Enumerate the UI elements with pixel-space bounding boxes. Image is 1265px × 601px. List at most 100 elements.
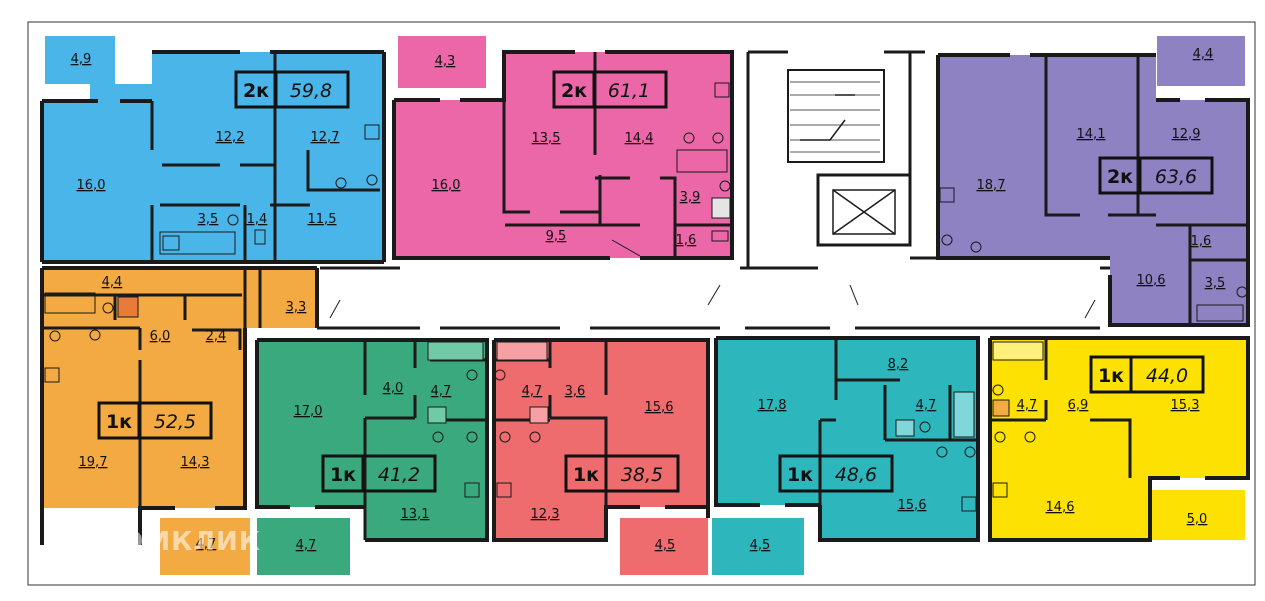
- apt-badge: 1к 52,5: [97, 401, 213, 440]
- apt-rooms: 1к: [106, 411, 132, 433]
- apt7-body-b: [820, 505, 978, 540]
- room-area: 12,9: [1172, 127, 1201, 142]
- apartment-2[interactable]: [392, 36, 734, 260]
- room-area: 4,3: [435, 54, 456, 69]
- watermark-text: ДОМКЛИК: [97, 527, 261, 557]
- room-area: 11,5: [308, 212, 337, 227]
- room-area: 17,0: [294, 404, 323, 419]
- apt-badge: 2к 61,1: [552, 70, 668, 109]
- apt5-balcony: [257, 518, 350, 575]
- room-area: 13,1: [401, 507, 430, 522]
- apt-rooms: 2к: [243, 80, 269, 102]
- apt3-body-a: [938, 55, 1046, 258]
- room-area: 16,0: [432, 178, 461, 193]
- room-area: 1,6: [1191, 234, 1212, 249]
- apt-badge: 2к 63,6: [1098, 156, 1214, 195]
- apartment-8[interactable]: [988, 336, 1250, 542]
- apt-rooms: 2к: [561, 80, 587, 102]
- room-area: 14,4: [625, 131, 654, 146]
- room-area: 4,7: [431, 384, 452, 399]
- apartment-1[interactable]: [40, 36, 386, 264]
- apartment-badges: 2к 59,8 2к 61,1 2к 63,6 1к 52,5 1к 41,2: [97, 70, 1214, 493]
- room-area: 3,6: [565, 384, 586, 399]
- room-area: 4,4: [1193, 47, 1214, 62]
- room-area: 17,8: [758, 398, 787, 413]
- apt-area: 38,5: [621, 464, 663, 486]
- stair-core: [748, 50, 925, 247]
- apt-badge: 1к 41,2: [321, 454, 437, 493]
- apt8-body: [990, 338, 1248, 478]
- apt4-balcony: [160, 518, 250, 575]
- apt7-balcony: [712, 518, 804, 575]
- room-area: 9,5: [546, 229, 567, 244]
- apartment-6[interactable]: [492, 338, 710, 575]
- apt-area: 61,1: [608, 80, 650, 102]
- room-area: 15,3: [1171, 398, 1200, 413]
- apartment-3[interactable]: [936, 36, 1250, 327]
- apt3-body-d: [1110, 225, 1190, 325]
- apt6-body: [494, 340, 708, 507]
- apt3-balcony: [1157, 36, 1245, 86]
- room-area-labels: 4,9 12,2 12,7 16,0 3,5 1,4 11,5 4,3 13,5…: [71, 47, 1226, 553]
- room-area: 6,9: [1068, 398, 1089, 413]
- apt1-balcony: [45, 36, 115, 84]
- room-area: 12,7: [311, 130, 340, 145]
- room-area: 4,7: [296, 538, 317, 553]
- apt-rooms: 1к: [573, 464, 599, 486]
- room-area: 10,6: [1137, 273, 1166, 288]
- room-area: 14,3: [181, 455, 210, 470]
- apartment-5[interactable]: [255, 338, 489, 575]
- room-area: 18,7: [977, 178, 1006, 193]
- apt-badge: 1к 38,5: [564, 454, 680, 493]
- room-area: 3,3: [286, 300, 307, 315]
- room-area: 13,5: [532, 131, 561, 146]
- room-area: 15,6: [645, 400, 674, 415]
- room-area: 3,5: [1205, 276, 1226, 291]
- apartment-7[interactable]: [712, 336, 980, 575]
- room-area: 4,5: [750, 538, 771, 553]
- apt6-balcony: [620, 518, 708, 575]
- house-logo-icon: [53, 521, 91, 559]
- apt-badge: 2к 59,8: [234, 70, 350, 109]
- apt5-body-b: [365, 507, 487, 540]
- apt-area: 59,8: [290, 80, 332, 102]
- apt8-body-b: [990, 478, 1150, 540]
- apt-area: 44,0: [1146, 365, 1188, 387]
- apt8-balcony: [1150, 490, 1245, 540]
- apt6-body-b: [494, 507, 606, 540]
- room-area: 4,9: [71, 52, 92, 67]
- apt1-body-b: [152, 52, 384, 262]
- apt2-balcony: [398, 36, 486, 88]
- room-area: 3,5: [198, 212, 219, 227]
- apt-rooms: 2к: [1107, 166, 1133, 188]
- apt4-body-a: [42, 268, 317, 328]
- room-area: 16,0: [77, 178, 106, 193]
- apt-area: 52,5: [154, 411, 196, 433]
- room-area: 15,6: [898, 498, 927, 513]
- room-area: 4,4: [102, 275, 123, 290]
- room-area: 1,6: [676, 233, 697, 248]
- room-area: 1,4: [247, 212, 268, 227]
- room-area: 14,6: [1046, 500, 1075, 515]
- apt-rooms: 1к: [330, 464, 356, 486]
- corridor: [317, 52, 1110, 330]
- apt-badge: 1к 48,6: [778, 454, 894, 493]
- room-area: 14,1: [1077, 127, 1106, 142]
- room-area: 4,7: [1017, 398, 1038, 413]
- room-area: 19,7: [79, 455, 108, 470]
- room-area: 6,0: [150, 329, 171, 344]
- room-area: 12,2: [216, 130, 245, 145]
- apt-badge: 1к 44,0: [1089, 355, 1205, 394]
- apt7-body: [716, 338, 978, 505]
- apt-area: 63,6: [1155, 166, 1197, 188]
- apt-rooms: 1к: [787, 464, 813, 486]
- apt2-body-a: [394, 100, 504, 258]
- room-area: 3,9: [680, 190, 701, 205]
- room-area: 4,7: [522, 384, 543, 399]
- apt-area: 48,6: [835, 464, 877, 486]
- apt-rooms: 1к: [1098, 365, 1124, 387]
- apt5-body: [257, 340, 487, 507]
- room-area: 4,7: [916, 398, 937, 413]
- apt4-body-b: [42, 328, 245, 508]
